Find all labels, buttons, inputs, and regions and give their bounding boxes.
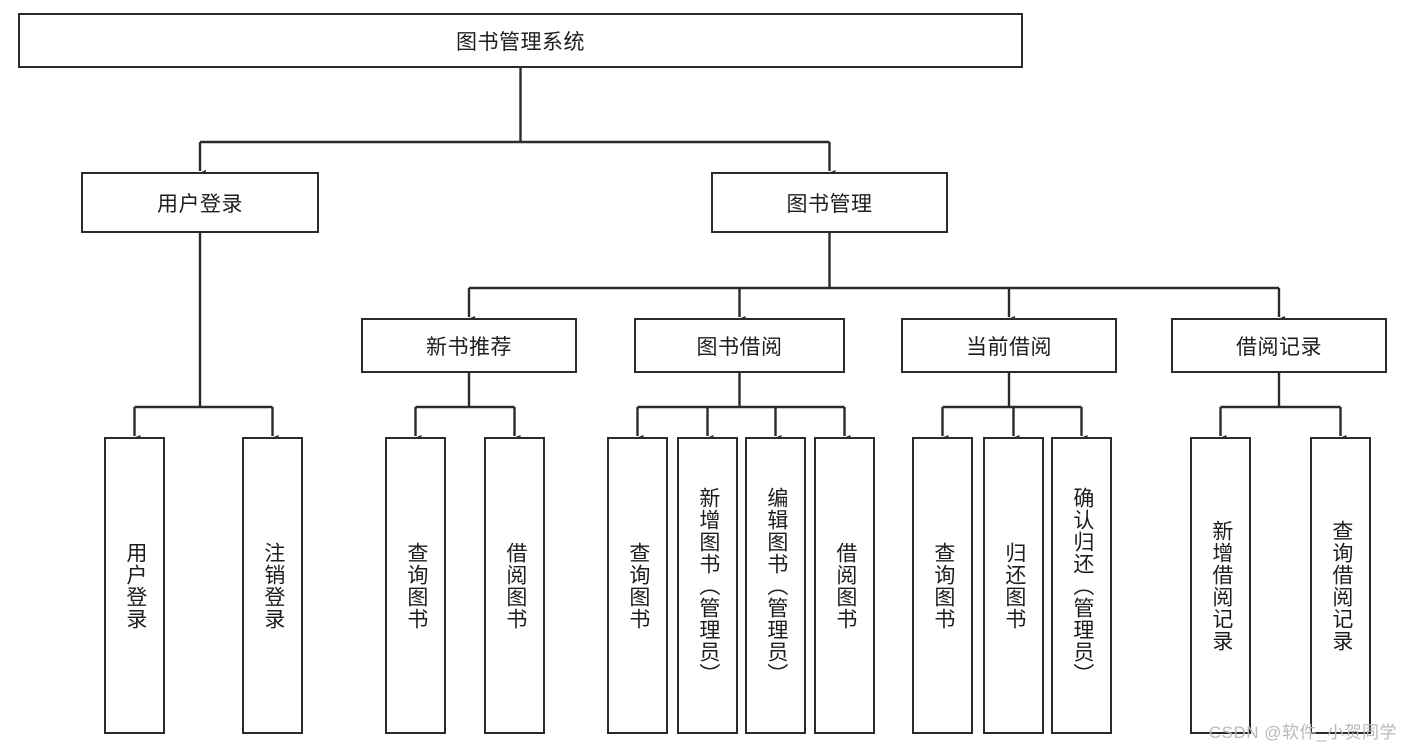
node-book-manage[interactable]: 图书管理 [711,172,948,233]
node-borrow-record[interactable]: 借阅记录 [1171,318,1387,373]
node-label: 归还图书 [1002,541,1026,630]
node-label: 图书管理系统 [456,30,585,54]
node-label: 借阅图书 [833,541,857,630]
node-label: 查询借阅记录 [1329,519,1353,652]
node-new-book-rec[interactable]: 新书推荐 [361,318,577,373]
node-label: 借阅图书 [503,541,527,630]
node-leaf-logout[interactable]: 注销登录 [242,437,303,734]
node-label: 新书推荐 [426,335,512,359]
node-leaf-query-2[interactable]: 查询图书 [607,437,668,734]
node-leaf-user-login[interactable]: 用户登录 [104,437,165,734]
node-leaf-edit-book[interactable]: 编辑图书（管理员） [745,437,806,734]
node-label: 查询图书 [931,541,955,630]
node-leaf-query-rec[interactable]: 查询借阅记录 [1310,437,1371,734]
node-label: 用户登录 [123,541,147,630]
watermark: CSDN @软件_小贺同学 [1208,723,1397,742]
node-label: 借阅记录 [1236,335,1322,359]
node-label: 用户登录 [157,192,243,216]
node-user-login[interactable]: 用户登录 [81,172,319,233]
node-label: 注销登录 [261,541,285,630]
node-root[interactable]: 图书管理系统 [18,13,1023,68]
node-leaf-query-3[interactable]: 查询图书 [912,437,973,734]
node-label: 图书管理 [786,192,873,216]
node-label: 当前借阅 [966,335,1052,359]
node-label: 新增图书（管理员） [696,486,720,685]
node-leaf-return[interactable]: 归还图书 [983,437,1044,734]
node-leaf-add-book[interactable]: 新增图书（管理员） [677,437,738,734]
node-label: 新增借阅记录 [1209,519,1233,652]
node-leaf-confirm[interactable]: 确认归还（管理员） [1051,437,1112,734]
node-leaf-borrow-2[interactable]: 借阅图书 [814,437,875,734]
node-label: 确认归还（管理员） [1070,486,1094,685]
node-label: 图书借阅 [696,335,783,359]
node-label: 查询图书 [404,541,428,630]
node-leaf-add-rec[interactable]: 新增借阅记录 [1190,437,1251,734]
node-label: 编辑图书（管理员） [764,486,788,685]
node-leaf-query-1[interactable]: 查询图书 [385,437,446,734]
node-leaf-borrow-1[interactable]: 借阅图书 [484,437,545,734]
node-current-borrow[interactable]: 当前借阅 [901,318,1117,373]
node-label: 查询图书 [626,541,650,630]
node-book-borrow[interactable]: 图书借阅 [634,318,845,373]
